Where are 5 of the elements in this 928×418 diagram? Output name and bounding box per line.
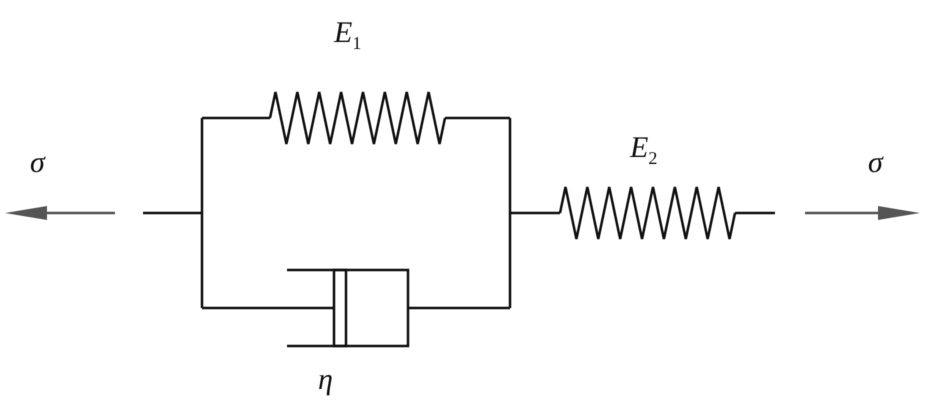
- variable-label: E$_{2}$: [630, 133, 658, 167]
- variable-label: η: [318, 365, 333, 395]
- variable-label: E$_{1}$: [334, 18, 362, 52]
- variable-label: σ: [30, 148, 45, 178]
- variable-label: σ: [868, 148, 883, 178]
